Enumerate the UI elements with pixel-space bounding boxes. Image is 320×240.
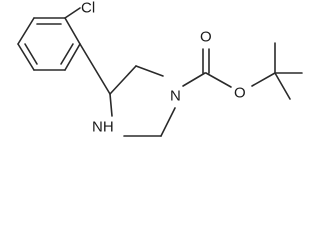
amine-nh-label: NH: [92, 119, 114, 136]
ester-oxygen-label: O: [234, 85, 246, 102]
ring-bond: [109, 93, 113, 117]
piperazine-ring: [109, 65, 176, 137]
ring-double-bond: [24, 43, 38, 65]
boc-group: [182, 42, 303, 100]
ring-bond: [135, 65, 164, 77]
ring-bond: [17, 17, 35, 45]
ring-double-bond: [60, 43, 74, 65]
ring-bond: [160, 107, 176, 137]
ring-bond: [64, 43, 81, 71]
tbu-methyl-bond: [274, 72, 291, 100]
ring-nitrogen-label: N: [170, 88, 181, 105]
molecule-structure-diagram: Cl N NH O O: [17, 0, 303, 137]
carbonyl-oxygen-label: O: [200, 29, 212, 46]
benzene-ring: [17, 17, 81, 71]
chlorine-label: Cl: [81, 0, 95, 17]
n-carbonyl-bond: [182, 72, 206, 87]
c-o-ester-bond: [205, 72, 232, 88]
ring-bond: [17, 43, 35, 71]
ring-bond: [64, 17, 81, 45]
ring-bond: [109, 65, 137, 95]
aryl-piperazine-bond: [79, 43, 111, 95]
c-cl-bond: [64, 7, 81, 19]
o-tbu-bond: [251, 72, 276, 87]
